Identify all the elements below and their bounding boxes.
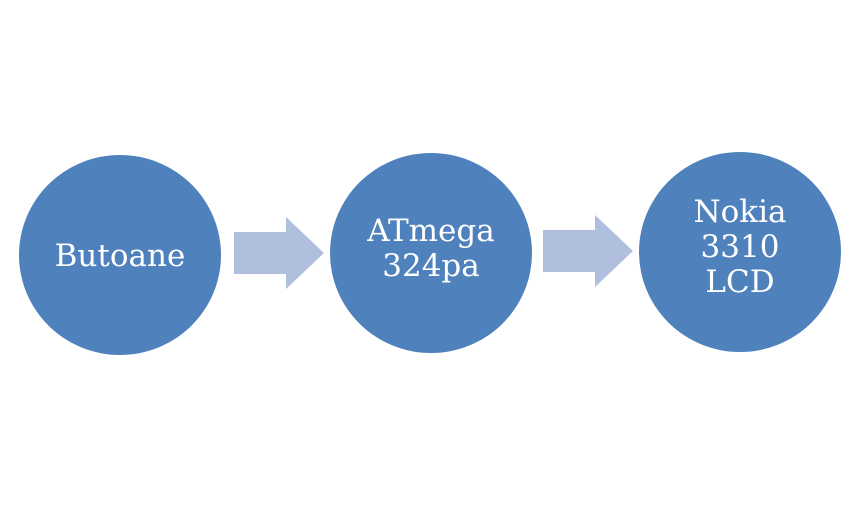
node-label: ATmega 324pa <box>367 213 495 284</box>
node-butoane: Butoane <box>19 155 221 355</box>
node-label: Butoane <box>54 237 186 274</box>
arrow-shape <box>543 215 633 287</box>
node-nokia-3310-lcd: Nokia 3310 LCD <box>639 152 841 352</box>
arrow-right-icon <box>234 217 324 289</box>
arrow-right-icon <box>543 215 633 287</box>
node-atmega-324pa: ATmega 324pa <box>330 153 532 353</box>
node-label: Nokia 3310 LCD <box>693 193 787 300</box>
arrow-shape <box>234 217 324 289</box>
